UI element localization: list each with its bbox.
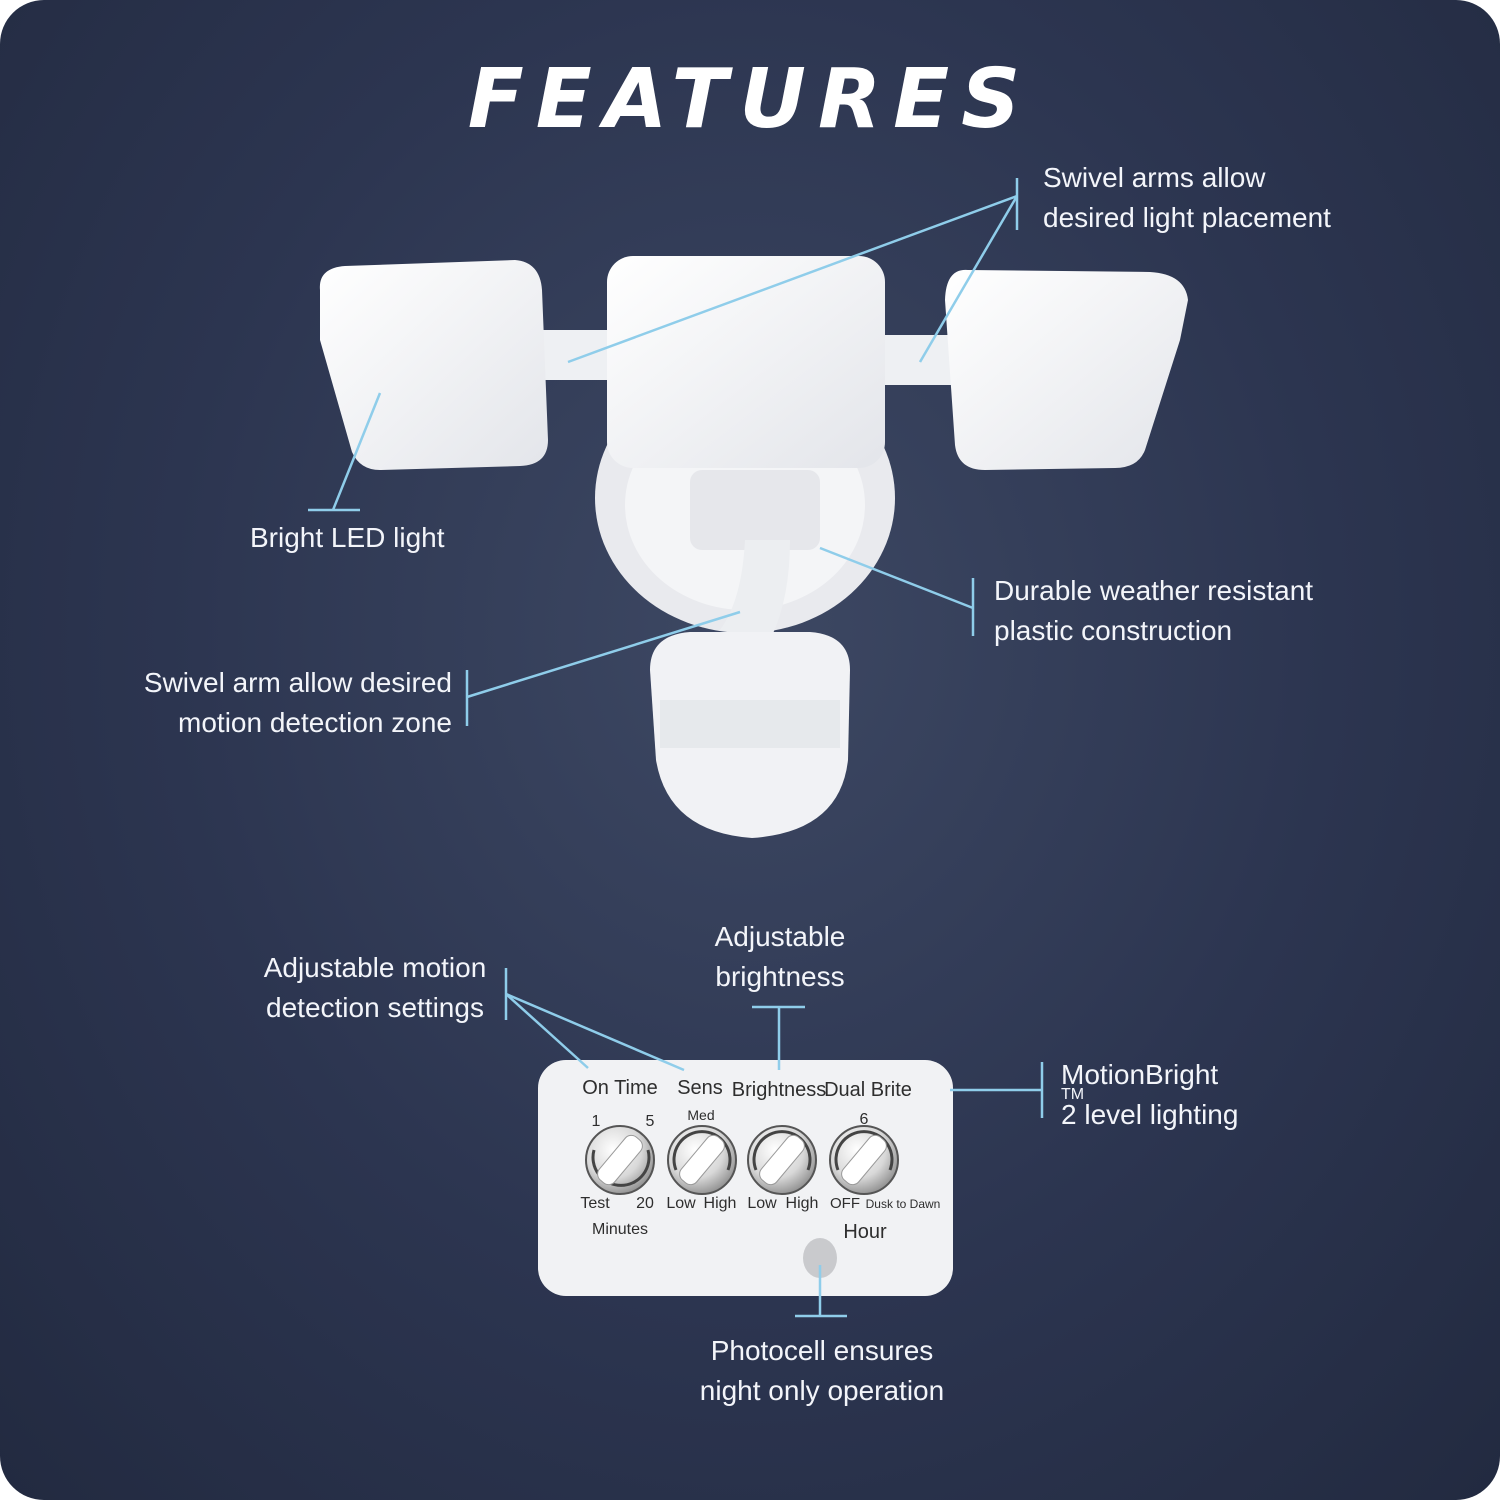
sens-bottom-right: High (704, 1195, 737, 1212)
on-time-max: 5 (646, 1113, 655, 1130)
motion-arm (720, 540, 790, 640)
control-panel: On Time Sens Brightness Dual Brite 1 5 M… (538, 1060, 953, 1296)
on-time-bottom-left: Test (580, 1195, 610, 1212)
sens-top: Med (687, 1107, 714, 1123)
callout-adjustable-motion: Adjustable motion detection settings (255, 948, 495, 1028)
sens-dial[interactable] (667, 1125, 737, 1195)
dual-brite-label: Dual Brite (824, 1079, 912, 1101)
on-time-min: 1 (592, 1113, 601, 1130)
callout-photocell: Photocell ensures night only operation (672, 1331, 972, 1411)
left-arm (520, 330, 630, 380)
brightness-bottom-left: Low (747, 1195, 777, 1212)
callout-swivel-arms-line1: Swivel arms allow (1043, 162, 1266, 193)
on-time-label: On Time (582, 1077, 658, 1099)
callout-swivel-arm-motion: Swivel arm allow desired motion detectio… (144, 663, 452, 743)
dual-brite-bottom-right: Dusk to Dawn (866, 1197, 941, 1211)
callout-swivel-arm-motion-line2: motion detection zone (178, 707, 452, 738)
callout-durable-line1: Durable weather resistant (994, 575, 1314, 606)
left-light-head (319, 260, 548, 470)
sens-bottom-left: Low (666, 1195, 696, 1212)
callout-durable-line2: plastic construction (994, 615, 1233, 646)
dual-brite-top: 6 (860, 1111, 869, 1128)
callout-lines (308, 178, 1044, 1318)
callout-motionbright-line2: 2 level lighting (1061, 1099, 1239, 1130)
sens-label: Sens (677, 1077, 723, 1099)
on-time-bottom-right: 20 (636, 1195, 654, 1212)
callout-adjustable-brightness-line2: brightness (715, 961, 845, 992)
dual-brite-unit: Hour (843, 1221, 887, 1243)
callout-photocell-line2: night only operation (699, 1375, 945, 1406)
dual-brite-dial[interactable] (829, 1125, 899, 1195)
center-light-head (607, 256, 885, 468)
callout-motionbright-line1: MotionBright (1061, 1059, 1219, 1090)
brightness-label: Brightness (732, 1079, 827, 1101)
callout-bright-led: Bright LED light (250, 518, 445, 558)
light-fixture (319, 256, 1188, 838)
callout-swivel-arm-motion-line1: Swivel arm allow desired (143, 667, 452, 698)
callout-adjustable-brightness: Adjustable brightness (680, 917, 880, 997)
page-title: FEATURES (467, 52, 1033, 147)
callout-adjustable-motion-line1: Adjustable motion (263, 952, 487, 983)
callout-adjustable-brightness-line1: Adjustable (714, 921, 846, 952)
callout-swivel-arms-line2: desired light placement (1043, 202, 1331, 233)
callout-swivel-arms: Swivel arms allow desired light placemen… (1043, 158, 1331, 238)
neck (690, 470, 820, 550)
dual-brite-bottom-left: OFF (830, 1195, 860, 1212)
brightness-bottom-right: High (786, 1195, 819, 1212)
callout-photocell-line1: Photocell ensures (710, 1335, 934, 1366)
brightness-dial[interactable] (747, 1125, 817, 1195)
callout-adjustable-motion-line2: detection settings (266, 992, 484, 1023)
on-time-unit: Minutes (592, 1221, 648, 1238)
photocell-sensor (803, 1238, 837, 1278)
right-light-head (945, 269, 1188, 470)
callout-durable: Durable weather resistant plastic constr… (994, 571, 1313, 651)
callout-bright-led-line1: Bright LED light (250, 522, 445, 553)
on-time-dial[interactable] (585, 1125, 655, 1195)
control-panel-body (538, 1060, 953, 1296)
